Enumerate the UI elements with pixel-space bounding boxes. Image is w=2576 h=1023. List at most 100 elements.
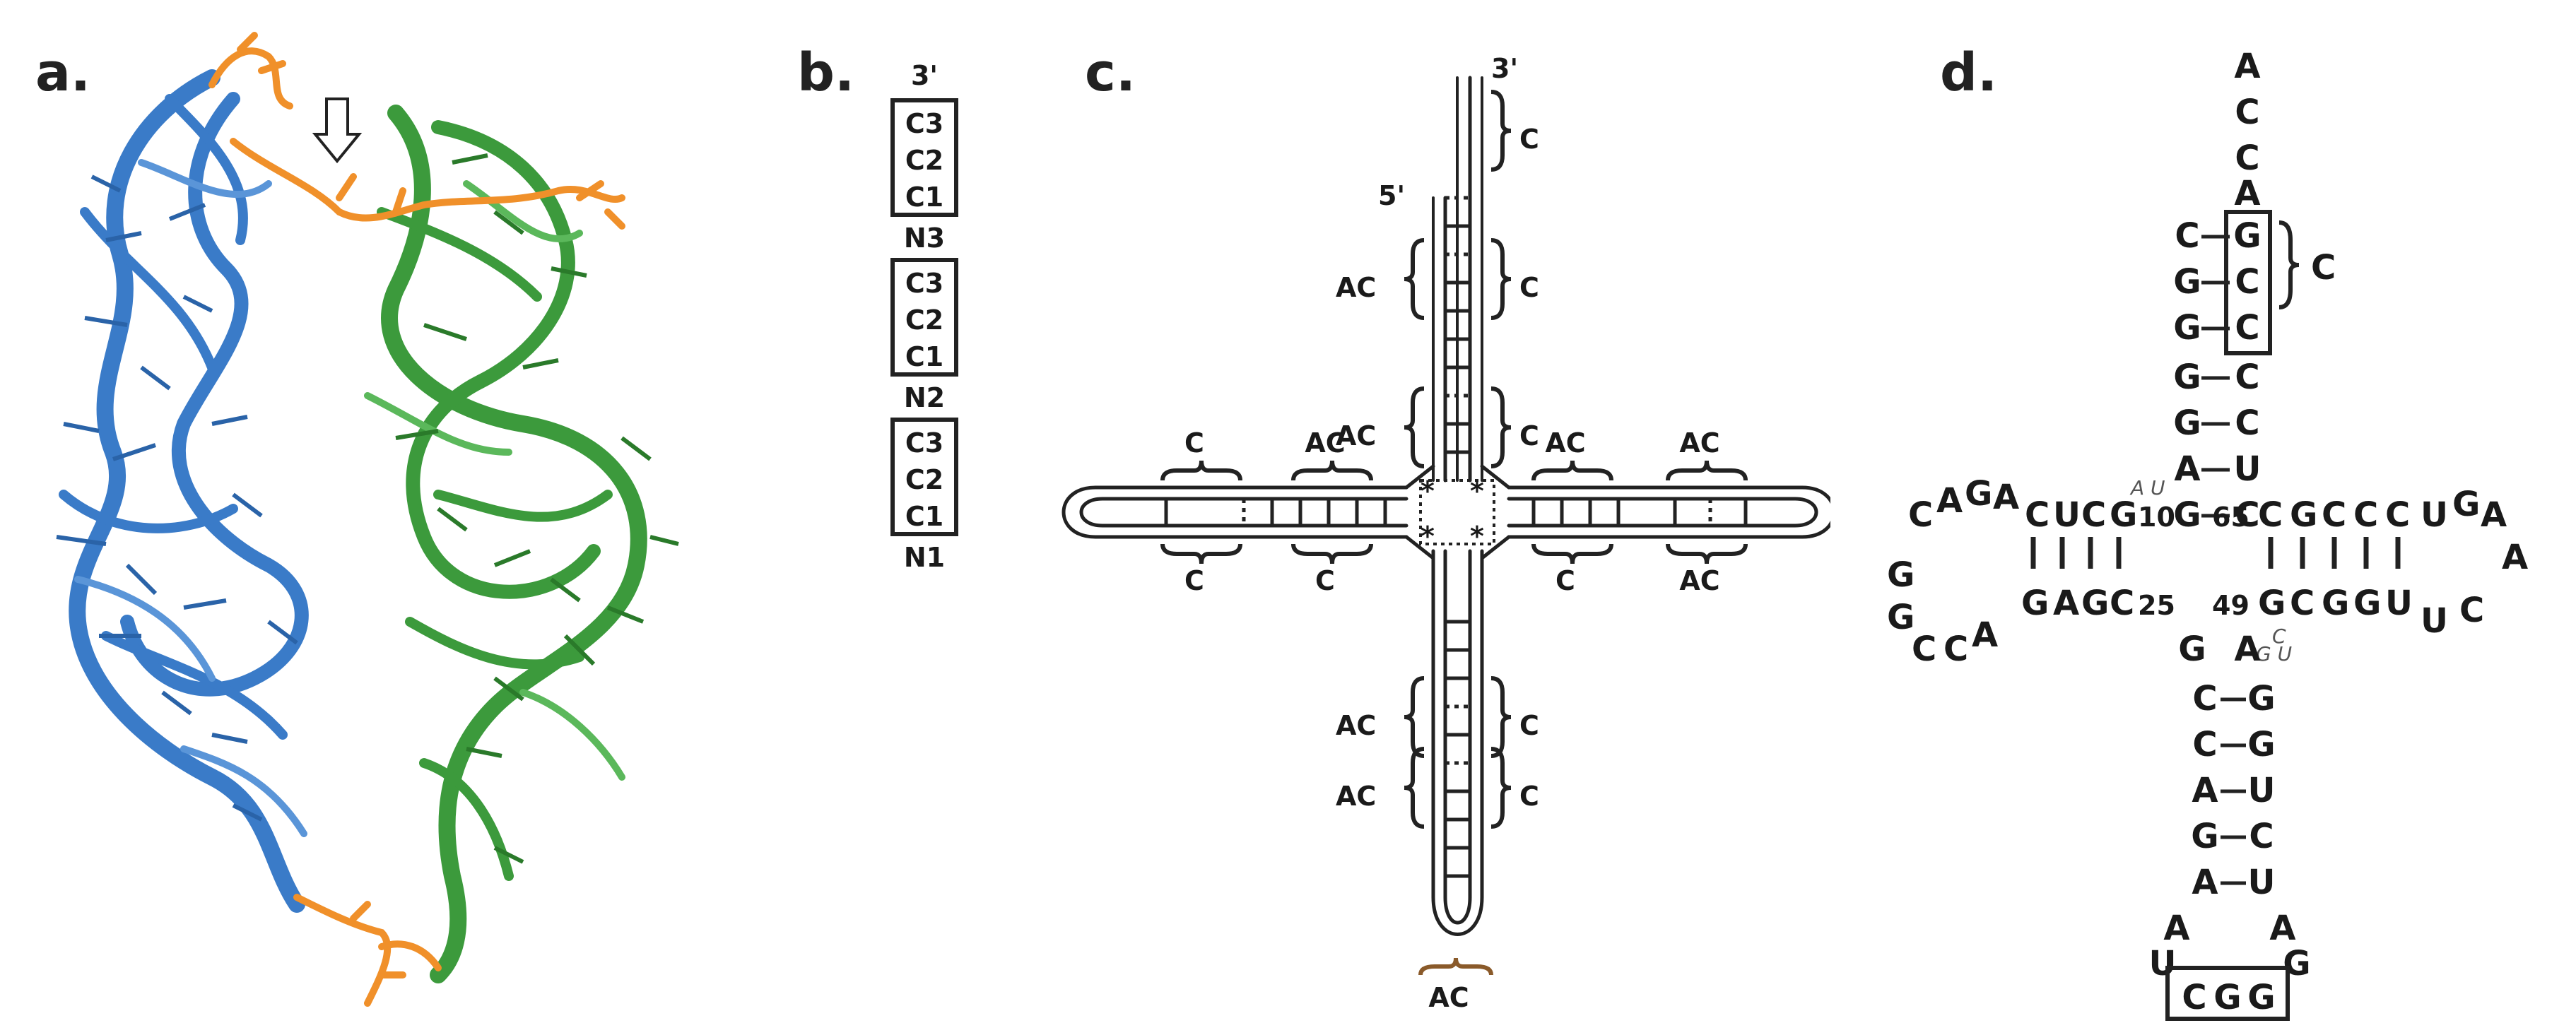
svg-text:U: U — [2234, 449, 2262, 489]
svg-text:G: G — [1965, 474, 1992, 514]
blue-base-sticks — [56, 175, 298, 822]
c-label-c-3: C — [1519, 420, 1539, 451]
d-num-25: 25 — [2138, 590, 2175, 621]
svg-text:G: G — [2110, 495, 2137, 535]
c-star-2: * — [1470, 475, 1484, 507]
c-5prime-label: 5' — [1378, 180, 1405, 211]
svg-text:U: U — [2421, 495, 2448, 535]
b-n2-cell-0: C3 — [905, 268, 943, 299]
svg-text:C: C — [1943, 629, 1968, 669]
d-junction-g: G — [2178, 629, 2206, 669]
d-loop-a-left: A — [2163, 909, 2189, 948]
c-label-ac-left-top: AC — [1305, 427, 1345, 459]
d-left-arm: C A G A C U C G G G C C A G A G C — [1887, 474, 2137, 669]
b-group-n3: C3 C2 C1 N3 — [890, 98, 958, 254]
svg-text:G: G — [2353, 584, 2381, 623]
d-junction-a: A — [2234, 629, 2260, 669]
b-n1-cell-2: C1 — [905, 501, 943, 532]
d-anticodon-0: C — [2182, 978, 2206, 1017]
c-3prime-label: 3' — [1491, 53, 1518, 84]
b-n1-cell-1: C2 — [905, 464, 943, 495]
b-n3-cell-2: C1 — [905, 182, 943, 213]
c-label-c-left-top: C — [1184, 427, 1204, 459]
c-star-3: * — [1421, 521, 1435, 552]
panel-a-structure — [56, 32, 679, 1007]
c-label-c-left-mid: C — [1315, 565, 1335, 596]
svg-text:C: C — [2322, 495, 2346, 535]
svg-text:C: C — [2175, 216, 2199, 256]
svg-text:C: C — [2290, 584, 2315, 623]
b-n2-cell-1: C2 — [905, 304, 943, 336]
panel-a-label: a. — [35, 42, 91, 103]
panel-b-label: b. — [797, 42, 855, 103]
svg-text:G: G — [2247, 725, 2275, 764]
c-label-ac-4: AC — [1336, 781, 1376, 812]
c-label-c-left-bottom: C — [1184, 565, 1204, 596]
d-num-49: 49 — [2212, 590, 2249, 621]
b-group-n2: C3 C2 C1 N2 — [890, 258, 958, 413]
svg-text:U: U — [2385, 584, 2413, 623]
d-small-gu: G U — [2256, 642, 2292, 666]
d-top-2: C — [2235, 138, 2259, 178]
svg-text:G: G — [2258, 584, 2286, 623]
orange-terminal-ends — [208, 32, 625, 1007]
svg-text:C: C — [2025, 495, 2049, 535]
svg-text:A: A — [1972, 615, 1998, 655]
c-label-ac-right-top: AC — [1545, 427, 1585, 459]
svg-text:G: G — [2173, 308, 2201, 348]
svg-text:G: G — [2452, 485, 2480, 524]
c-label-ac-bottom: AC — [1428, 982, 1469, 1013]
svg-text:C: C — [2353, 495, 2378, 535]
svg-text:C: C — [2235, 403, 2259, 443]
svg-text:G: G — [2191, 817, 2218, 856]
c-label-ac-3: AC — [1336, 710, 1376, 741]
d-top-0: A — [2234, 47, 2260, 86]
svg-text:G: G — [2290, 495, 2317, 535]
d-acceptor-stem: C G G G G A G G C C C C U C — [2173, 216, 2261, 535]
svg-text:G: G — [2173, 357, 2201, 397]
svg-text:A: A — [2192, 863, 2218, 902]
svg-text:G: G — [2233, 216, 2261, 256]
svg-text:A: A — [2053, 584, 2079, 623]
svg-text:G: G — [1887, 555, 1915, 595]
d-brace-c: C — [2311, 248, 2336, 288]
svg-text:G: G — [2322, 584, 2349, 623]
svg-text:C: C — [2235, 262, 2259, 302]
green-trna-molecule — [364, 105, 647, 983]
svg-text:U: U — [2248, 771, 2276, 810]
svg-text:C: C — [2081, 495, 2106, 535]
svg-text:A: A — [2502, 538, 2528, 577]
c-star-4: * — [1470, 521, 1484, 552]
svg-text:C: C — [2235, 308, 2259, 348]
c-label-c-4: C — [1519, 710, 1539, 741]
d-num-10: 10 — [2138, 502, 2175, 533]
panel-c-label: c. — [1085, 42, 1136, 103]
c-bottom-stem — [1431, 549, 1484, 899]
c-label-c-2: C — [1519, 272, 1539, 303]
b-3prime-label: 3' — [911, 60, 938, 91]
d-top-3: A — [2234, 174, 2260, 213]
svg-text:C: C — [1912, 629, 1936, 669]
svg-text:A: A — [1993, 478, 2019, 517]
c-left-arm — [1061, 485, 1408, 539]
svg-text:C: C — [2192, 679, 2217, 719]
c-label-ac-right-end-bottom: AC — [1679, 565, 1719, 596]
panel-d-diagram: A C C A C G G G G A G G C C C C U C C C — [1887, 47, 2528, 1021]
d-small-c: C — [2272, 625, 2286, 648]
d-loop-a-right: A — [2269, 909, 2295, 948]
d-loop-u: U — [2149, 944, 2177, 983]
d-anticodon-2: G — [2247, 978, 2275, 1017]
svg-text:C: C — [2192, 725, 2217, 764]
svg-text:G: G — [2081, 584, 2109, 623]
panel-c-diagram: * * * * 3' 5' C C AC — [1061, 53, 1830, 1013]
c-label-c-5: C — [1519, 781, 1539, 812]
b-n1-cell-0: C3 — [905, 427, 943, 459]
svg-text:U: U — [2421, 601, 2448, 641]
c-label-ac-1: AC — [1336, 272, 1376, 303]
svg-text:G: G — [2173, 403, 2201, 443]
svg-text:A: A — [2174, 449, 2200, 489]
svg-text:G: G — [2247, 679, 2275, 719]
b-n3-name: N3 — [904, 223, 945, 254]
svg-text:C: C — [2110, 584, 2134, 623]
